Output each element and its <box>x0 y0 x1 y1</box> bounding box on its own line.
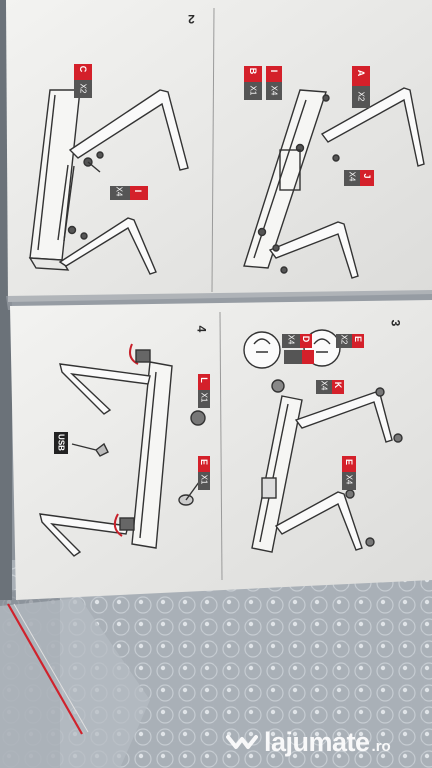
step2-label-c-qty: X2 <box>79 81 88 97</box>
step3-label-k: K <box>333 379 343 391</box>
label-qty: X4 <box>114 186 124 197</box>
label-part: D <box>301 335 311 343</box>
lajumate-watermark: lajumate .ro <box>226 724 426 760</box>
label-part: B <box>248 67 258 75</box>
step3-label-k-qty: X4 <box>320 378 329 394</box>
label-qty: X4 <box>344 474 354 485</box>
watermark-tld: .ro <box>371 737 391 755</box>
step2-label-i: I <box>133 183 143 199</box>
step3-label-a: A <box>356 66 366 80</box>
step3-label-i: I <box>269 64 279 78</box>
step3-label-j-qty: X4 <box>348 169 357 185</box>
step3-label-e-top-qty: X2 <box>340 332 349 348</box>
part-label-group <box>54 64 374 490</box>
label-qty: X4 <box>286 334 296 345</box>
label-qty: X4 <box>269 85 279 96</box>
label-qty: X1 <box>248 85 258 96</box>
step3-label-d-qty: X4 <box>287 331 296 349</box>
label-part: C <box>78 65 88 73</box>
step3-label-e-qty: X4 <box>345 472 354 488</box>
label-qty: X2 <box>356 91 366 102</box>
label-qty: X2 <box>339 334 349 345</box>
label-part: E <box>353 335 363 342</box>
step2-label-c: C <box>78 62 88 76</box>
step3-label-b: B <box>248 64 258 78</box>
label-part: K <box>333 381 343 389</box>
step3-label-j: J <box>362 170 372 182</box>
label-qty: X4 <box>347 171 357 182</box>
step4-label-e: E <box>199 456 209 468</box>
label-qty: X4 <box>319 380 329 391</box>
label-part: J <box>362 173 372 179</box>
step3-drawing-bottom <box>243 329 403 553</box>
zip-bag-seal <box>7 603 83 735</box>
label-part: A <box>356 69 366 77</box>
step3-label-d: D <box>301 333 311 345</box>
step3-label-a-qty: X2 <box>357 89 366 105</box>
label-qty: X1 <box>199 392 209 403</box>
label-part: E <box>344 458 354 465</box>
page-number-4: 4 <box>194 325 209 333</box>
step3-label-e-top: E <box>353 333 363 345</box>
step4-label-l-qty: X1 <box>200 390 209 406</box>
heart-logo-icon <box>226 735 258 749</box>
page-divider-top <box>211 7 215 293</box>
label-part: I <box>269 69 279 73</box>
step2-drawing <box>28 89 189 275</box>
step4-label-l: L <box>199 374 209 386</box>
step4-label-e-qty: X1 <box>200 472 209 488</box>
page-number-2: 2 <box>188 12 195 26</box>
step3-label-b-qty: X1 <box>249 83 258 99</box>
watermark-name: lajumate <box>264 726 370 757</box>
step2-label-i-qty: X4 <box>115 183 124 201</box>
zip-bag <box>0 598 150 768</box>
step3-label-e: E <box>344 456 354 468</box>
label-qty: X2 <box>78 83 88 94</box>
usb-label: USB <box>56 434 66 451</box>
step3-label-i-qty: X4 <box>270 83 279 99</box>
label-part: E <box>199 458 209 465</box>
step4-drawing <box>39 343 206 557</box>
label-qty: X1 <box>199 474 209 485</box>
label-part: I <box>133 189 143 193</box>
page-number-3: 3 <box>388 319 403 327</box>
page-divider-bottom <box>219 311 223 581</box>
label-part: L <box>199 377 209 383</box>
step3-drawing-top <box>243 87 425 279</box>
